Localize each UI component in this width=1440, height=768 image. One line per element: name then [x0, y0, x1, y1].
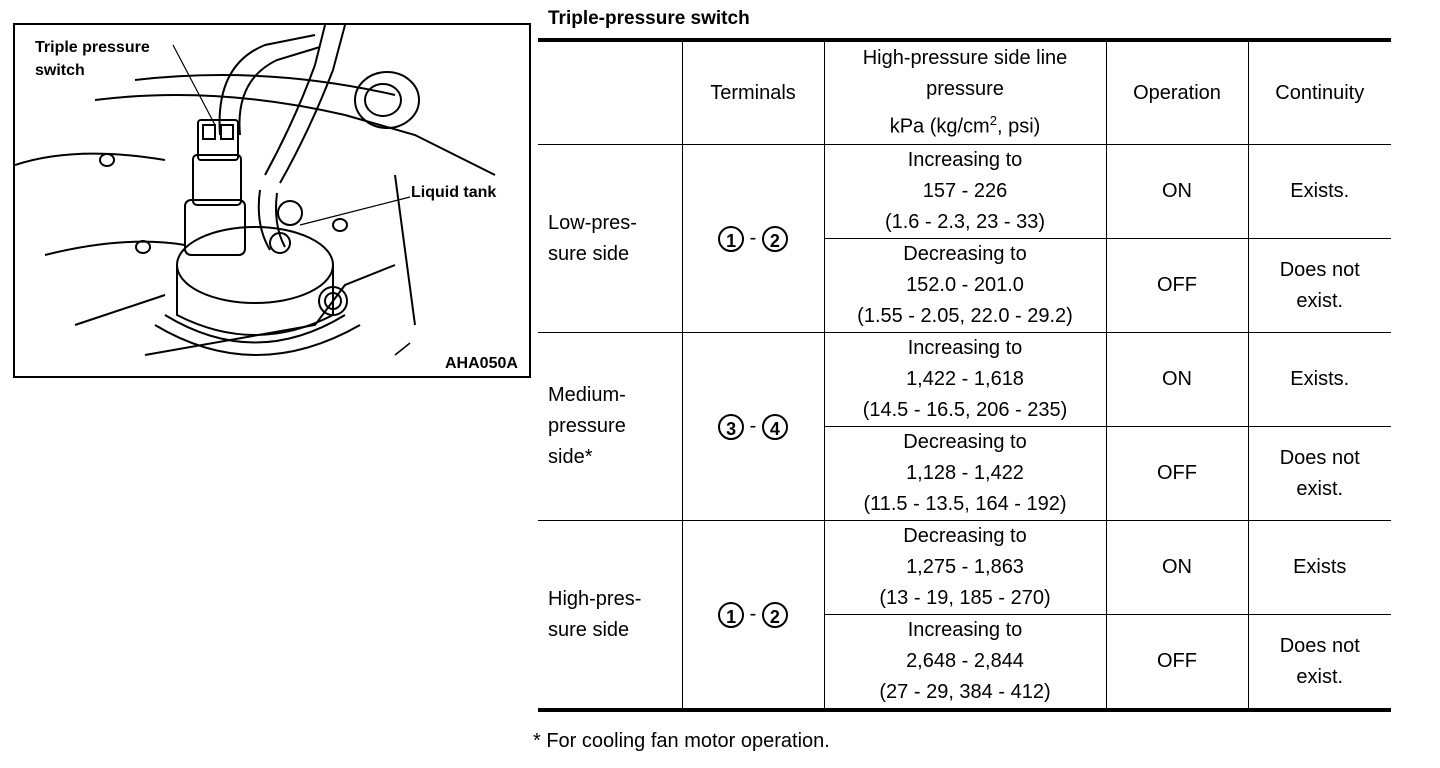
continuity-line1: Exists [1293, 556, 1347, 578]
table-row: Low-pres- sure side 1 - 2 Increasing to … [538, 144, 1391, 333]
header-pressure: High-pressure side line pressure kPa (kg… [823, 39, 1107, 145]
pressure-cell: Increasing to 2,648 - 2,844 (27 - 29, 38… [824, 614, 1107, 711]
continuity-line1: Does not [1279, 446, 1360, 469]
table-row: Decreasing to 152.0 - 201.0 (1.55 - 2.05… [538, 238, 1391, 333]
table-row: Decreasing to 1,128 - 1,422 (11.5 - 13.5… [538, 426, 1391, 521]
operation-cell: ON [1105, 144, 1249, 239]
pressure-direction: Increasing to [907, 149, 1023, 171]
header-pressure-line1: High-pressure side line [862, 47, 1068, 70]
terminal-dash: - [749, 227, 757, 249]
header-terminals: Terminals [681, 39, 825, 145]
continuity-line1: Does not [1279, 634, 1360, 657]
header-pressure-line2: pressure [926, 78, 1004, 101]
operation-cell: OFF [1105, 238, 1249, 333]
terminal-number: 3 [718, 413, 745, 440]
side-line2: sure side [548, 242, 630, 265]
pressure-cell: Decreasing to 152.0 - 201.0 (1.55 - 2.05… [824, 238, 1107, 333]
continuity-line2: exist. [1296, 477, 1344, 500]
header-continuity: Continuity [1247, 39, 1391, 145]
terminal-number: 2 [761, 601, 788, 628]
table-title: Triple-pressure switch [548, 8, 750, 29]
continuity-cell: Does not exist. [1247, 426, 1391, 521]
switch-figure: Triple pressure switch Liquid tank AHA05… [13, 23, 531, 378]
switch-label-line2: switch [35, 62, 85, 79]
pressure-kpa: 1,275 - 1,863 [906, 556, 1024, 578]
pressure-cell: Decreasing to 1,275 - 1,863 (13 - 19, 18… [823, 520, 1107, 615]
figure-code: AHA050A [445, 355, 518, 372]
pressure-kpa: 1,128 - 1,422 [906, 462, 1024, 484]
pressure-alt: (11.5 - 13.5, 164 - 192) [863, 493, 1067, 515]
header-pressure-unit: kPa (kg/cm2, psi) [825, 105, 1106, 143]
pressure-kpa: 2,648 - 2,844 [906, 650, 1024, 672]
pressure-cell: Increasing to 157 - 226 (1.6 - 2.3, 23 -… [823, 144, 1107, 239]
footnote: * For cooling fan motor operation. [533, 730, 830, 752]
side-line2: pressure [548, 415, 626, 437]
header-row: Terminals High-pressure side line pressu… [538, 39, 1391, 145]
table-row: Increasing to 2,648 - 2,844 (27 - 29, 38… [538, 614, 1391, 711]
continuity-cell: Exists. [1247, 332, 1391, 427]
side-line1: High-pres- [548, 587, 642, 610]
table-row: High-pres- sure side 1 - 2 Decreasing to… [538, 520, 1391, 711]
side-cell: Low-pres- sure side [538, 144, 683, 333]
terminal-dash: - [749, 415, 757, 437]
pressure-kpa: 157 - 226 [922, 180, 1008, 202]
header-blank [538, 39, 683, 145]
continuity-cell: Does not exist. [1247, 238, 1391, 333]
terminal-number: 4 [761, 413, 788, 440]
unit-sup: 2 [989, 113, 997, 129]
operation-cell: OFF [1105, 426, 1249, 521]
pressure-direction: Increasing to [907, 619, 1023, 641]
side-line3: side* [548, 446, 593, 468]
side-line2: sure side [548, 618, 630, 641]
pressure-kpa: 152.0 - 201.0 [906, 274, 1024, 296]
terminal-number: 2 [761, 225, 788, 252]
continuity-line1: Does not [1279, 258, 1360, 281]
operation-cell: ON [1105, 332, 1249, 427]
operation-cell: ON [1105, 520, 1249, 615]
tank-label: Liquid tank [411, 184, 497, 201]
pressure-alt: (27 - 29, 384 - 412) [879, 681, 1051, 703]
liquid-tank-illustration [15, 25, 496, 356]
continuity-line1: Exists. [1290, 180, 1350, 202]
side-cell: Medium- pressure side* [538, 332, 683, 521]
continuity-cell: Does not exist. [1247, 614, 1391, 711]
pressure-direction: Decreasing to [903, 243, 1027, 265]
side-line1: Medium- [548, 384, 626, 406]
continuity-line2: exist. [1296, 289, 1344, 312]
side-cell: High-pres- sure side [538, 520, 683, 711]
pressure-switch-table: Terminals High-pressure side line pressu… [538, 38, 1391, 712]
switch-label-line1: Triple pressure [35, 39, 150, 56]
continuity-cell: Exists [1247, 520, 1391, 615]
continuity-line1: Exists. [1290, 368, 1350, 390]
terminal-number: 1 [718, 601, 745, 628]
terminal-dash: - [749, 603, 757, 625]
table-row: Medium- pressure side* 3 - 4 Increasing … [538, 332, 1391, 521]
pressure-alt: (13 - 19, 185 - 270) [879, 587, 1051, 609]
terminals-cell: 1 - 2 [681, 520, 825, 711]
unit-a: kPa (kg/cm [889, 115, 990, 138]
pressure-cell: Increasing to 1,422 - 1,618 (14.5 - 16.5… [823, 332, 1107, 427]
unit-b: , psi) [996, 115, 1041, 138]
pressure-direction: Decreasing to [903, 431, 1027, 453]
pressure-alt: (1.6 - 2.3, 23 - 33) [884, 211, 1046, 233]
pressure-direction: Increasing to [907, 337, 1023, 359]
header-operation: Operation [1105, 39, 1249, 145]
continuity-cell: Exists. [1247, 144, 1391, 239]
pressure-alt: (1.55 - 2.05, 22.0 - 29.2) [857, 305, 1073, 327]
pressure-direction: Decreasing to [903, 525, 1027, 547]
pressure-alt: (14.5 - 16.5, 206 - 235) [862, 399, 1068, 421]
operation-cell: OFF [1105, 614, 1249, 711]
terminals-cell: 3 - 4 [681, 332, 825, 521]
terminals-cell: 1 - 2 [681, 144, 825, 333]
terminal-number: 1 [718, 225, 745, 252]
continuity-line2: exist. [1296, 665, 1344, 688]
side-line1: Low-pres- [548, 211, 637, 234]
pressure-cell: Decreasing to 1,128 - 1,422 (11.5 - 13.5… [824, 426, 1107, 521]
pressure-kpa: 1,422 - 1,618 [906, 368, 1024, 390]
